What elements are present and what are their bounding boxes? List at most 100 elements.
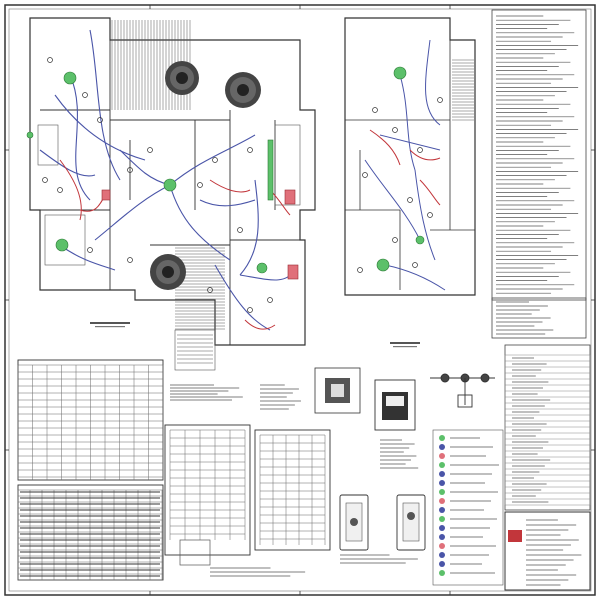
load-calc-table — [17, 484, 164, 581]
tree-icon — [150, 254, 186, 290]
upper-floor-plan — [344, 17, 476, 348]
legend-symbol — [439, 507, 445, 513]
general-notes-column — [491, 9, 587, 339]
tree-icon — [165, 61, 199, 95]
dimmer-switch-icon — [396, 494, 426, 551]
fixture-symbol — [392, 127, 398, 133]
fixture-symbol — [417, 147, 423, 153]
legend-symbol — [439, 516, 445, 522]
fixture-symbol — [127, 257, 133, 263]
riser-left-frame — [164, 424, 251, 556]
title-block-frame — [504, 511, 591, 591]
legend-symbol — [439, 561, 445, 567]
symbol-legend-table — [504, 344, 591, 511]
closet-3 — [44, 214, 86, 266]
upper-plan-title-lines — [390, 342, 420, 344]
fixture-symbol — [247, 307, 253, 313]
green-devices — [26, 71, 274, 274]
legend-symbol — [439, 435, 445, 441]
fixture-symbol — [207, 287, 213, 293]
fixture-symbol — [267, 297, 273, 303]
upper-plan-walls — [344, 17, 476, 296]
dimmer-switch-icon — [339, 494, 369, 551]
upper-plan-title-lines — [393, 346, 417, 348]
notes-divider — [491, 297, 587, 339]
upper-wiring-red — [369, 129, 441, 206]
legend-symbol — [439, 462, 445, 468]
fixture-symbol — [392, 237, 398, 243]
legend-symbol — [439, 489, 445, 495]
fixture-symbol — [97, 117, 103, 123]
legend-symbol — [439, 471, 445, 477]
fixture-symbol — [362, 172, 368, 178]
main-floor-plan — [26, 17, 316, 371]
device-legend-frame — [432, 429, 504, 586]
upper-deck-hatch — [452, 59, 474, 121]
meter-housing — [314, 367, 361, 414]
upper-green-devices — [376, 66, 425, 272]
closet-2 — [274, 124, 301, 206]
title-block-text-lines — [526, 519, 582, 586]
fixture-symbol — [82, 92, 88, 98]
legend-symbol — [439, 498, 445, 504]
closet-1 — [37, 124, 59, 166]
fixture-symbol — [247, 147, 253, 153]
detail-annotations — [170, 384, 419, 577]
riser-left-lines — [169, 429, 246, 540]
legend-symbol — [439, 570, 445, 576]
fixture-symbol — [197, 182, 203, 188]
upper-wiring-blue — [364, 39, 446, 291]
fixture-symbols — [42, 57, 273, 313]
plan-title-lines — [95, 326, 125, 328]
title-block-logo — [508, 530, 522, 542]
meter-detail — [314, 367, 361, 414]
riser-right-frame — [254, 429, 331, 551]
riser-diagram-left — [164, 424, 251, 566]
stair-block — [174, 329, 216, 371]
notes-frame — [491, 9, 587, 301]
border-ticks — [5, 5, 595, 595]
fixture-symbol — [372, 107, 378, 113]
panel-schedule-table — [17, 359, 164, 481]
legend-symbol — [439, 480, 445, 486]
legend-symbol — [439, 552, 445, 558]
tree-icon — [225, 72, 261, 108]
fixture-symbol — [127, 167, 133, 173]
legend-symbol — [439, 534, 445, 540]
legend-symbol — [439, 453, 445, 459]
service-entrance-detail — [430, 373, 495, 408]
upper-fixture-symbols — [357, 97, 443, 273]
legend-symbol — [439, 543, 445, 549]
fixture-symbol — [427, 212, 433, 218]
plan-title-lines — [90, 322, 130, 324]
fixture-symbol — [357, 267, 363, 273]
fixture-symbol — [212, 157, 218, 163]
fixture-symbol — [147, 147, 153, 153]
riser-right-lines — [259, 434, 326, 545]
device-legend-rows — [439, 435, 499, 576]
legend-rows — [504, 354, 591, 506]
panel-icon — [374, 379, 416, 431]
fixture-symbol — [437, 97, 443, 103]
legend-symbol — [439, 444, 445, 450]
fixture-symbol — [407, 197, 413, 203]
load-calc-frame — [17, 484, 164, 581]
notes-text-lines-2 — [496, 301, 554, 335]
wiring-blue — [39, 29, 296, 331]
stair-hatch — [175, 244, 225, 330]
load-calc-grid — [17, 489, 163, 581]
fixture-symbol — [412, 262, 418, 268]
fixture-symbol — [237, 227, 243, 233]
fixture-symbol — [47, 57, 53, 63]
title-block — [504, 511, 591, 591]
legend-symbol — [439, 525, 445, 531]
riser-diagram-right — [254, 429, 331, 551]
notes-text-lines — [496, 15, 579, 294]
fixture-symbol — [87, 247, 93, 253]
fixture-symbol — [42, 177, 48, 183]
stair-block-lines — [177, 334, 213, 364]
riser-left-box — [179, 539, 211, 566]
meter-core-inner — [331, 384, 344, 397]
